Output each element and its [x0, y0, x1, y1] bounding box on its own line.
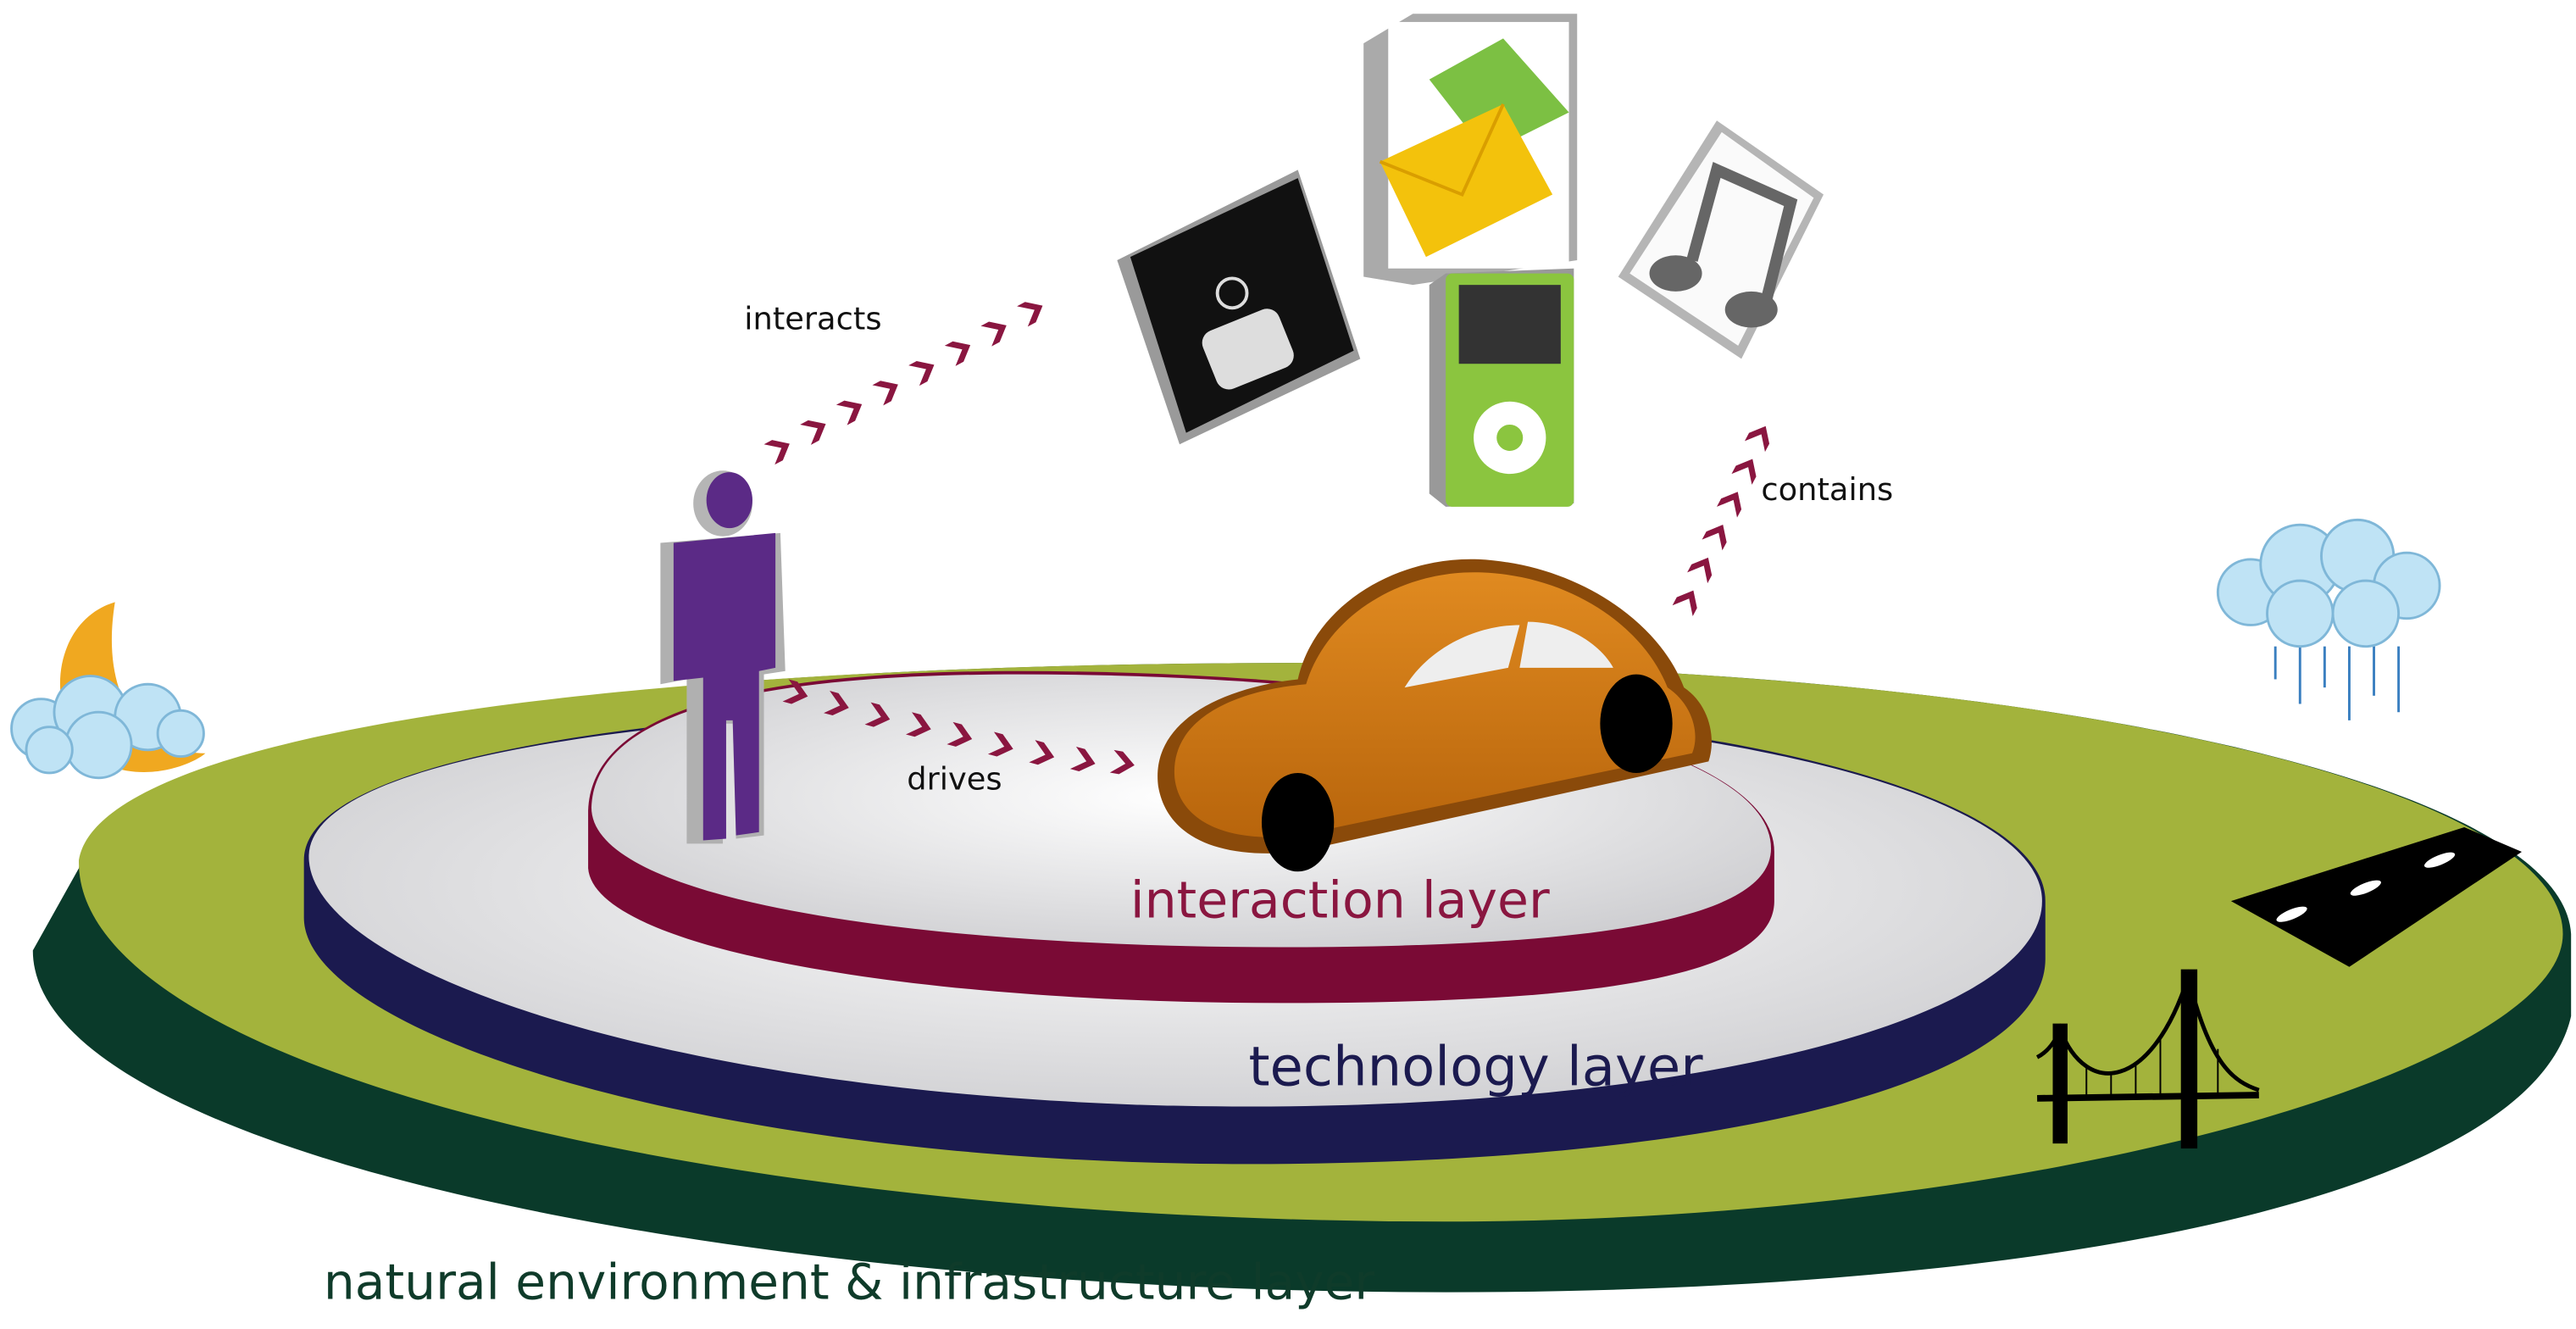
technology-layer-label: technology layer: [1248, 1036, 1703, 1098]
mail-icon: [1363, 14, 1578, 286]
road-icon: [2230, 826, 2523, 967]
driver-person-icon: [660, 470, 786, 844]
interaction-layer-label: interaction layer: [1130, 871, 1550, 931]
bridge-icon: [2035, 969, 2260, 1148]
music-player-icon: [1429, 268, 1574, 507]
interacts-label: interacts: [744, 300, 881, 336]
contains-label: contains: [1761, 471, 1893, 508]
natural-layer-label: natural environment & infrastructure lay…: [324, 1253, 1374, 1310]
car-icon: [1158, 559, 1712, 872]
music-note-icon: [1618, 120, 1824, 359]
rain-cloud-icon: [2216, 518, 2441, 720]
navigation-app-icon: [1117, 170, 1361, 445]
contains-arrow: [1672, 420, 1776, 616]
drives-label: drives: [907, 760, 1002, 797]
moon-cloud-icon: [10, 602, 206, 780]
